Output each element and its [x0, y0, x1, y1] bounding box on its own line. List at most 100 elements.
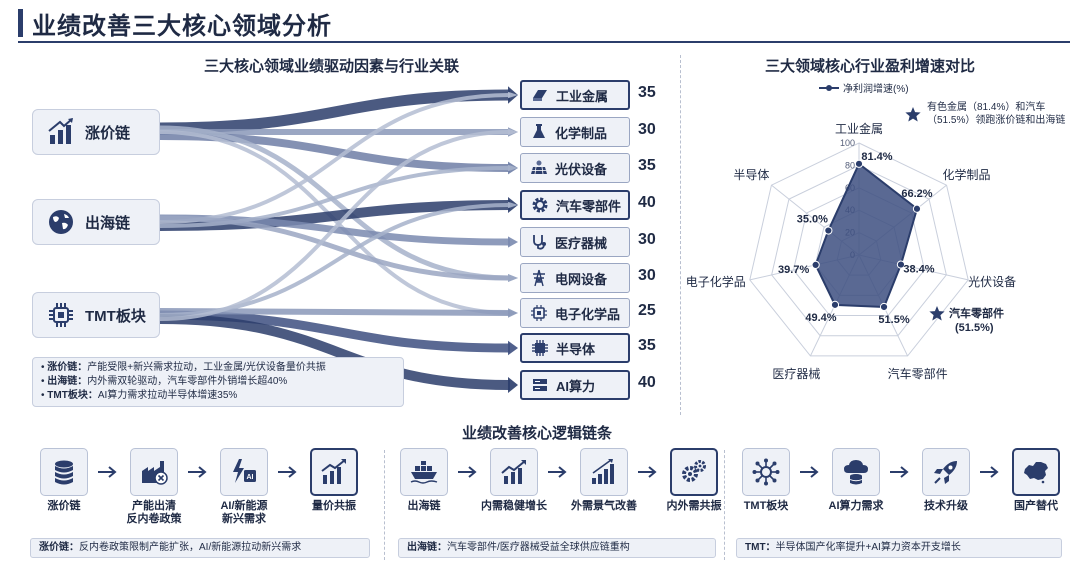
chain-price: 涨价链 产能出清 反内卷政策 AI AI/新能源 新兴需求 量价共振: [22, 448, 372, 538]
legend-marker: [826, 85, 832, 91]
target-label: 化学制品: [555, 125, 608, 141]
svg-text:AI: AI: [247, 474, 254, 481]
chain-tmt: TMT板块 AI算力需求 技术升级 国产替代: [724, 448, 1074, 538]
note-text: AI算力需求拉动半导体增速35%: [97, 390, 238, 401]
solar-panel-icon: [529, 158, 549, 178]
flow-arrowhead: [508, 91, 518, 99]
circuit-chip-icon: [529, 303, 549, 323]
target-box: 工业金属: [520, 80, 630, 110]
target-box: 电网设备: [520, 263, 630, 293]
radar-point: [811, 260, 820, 269]
step-label: 国产替代: [1014, 500, 1058, 512]
cargo-ship-icon: [400, 448, 448, 496]
title-underline: [18, 41, 1070, 43]
note-key: 出海链：: [47, 376, 88, 387]
flow-arrowhead: [508, 201, 518, 209]
power-tower-icon: [529, 268, 549, 288]
flow-arrowhead: [508, 274, 518, 282]
radar-category-label: 医疗器械: [772, 366, 820, 381]
radar-grid-ring: [749, 142, 969, 357]
chain-arrow-icon: [980, 466, 999, 478]
chain-step: 国产替代: [994, 448, 1078, 538]
chain-arrow-icon: [278, 466, 297, 478]
step-label: 内外需共振: [666, 500, 722, 512]
step-label: 外需景气改善: [571, 500, 637, 512]
radar-panel: 三大领域核心行业盈利增速对比 02040608010081.4%66.2%38.…: [680, 55, 1075, 415]
gears-icon: [670, 448, 718, 496]
note-line: • TMT板块：AI算力需求拉动半导体增速35%: [41, 390, 238, 401]
note-key: 涨价链：: [47, 362, 88, 373]
source-export-chain: 出海链: [32, 199, 160, 245]
network-hub-icon: [742, 448, 790, 496]
flow-bands: [159, 86, 518, 393]
flow-band: [159, 215, 511, 281]
radar-title: 三大领域核心行业盈利增速对比: [765, 58, 976, 75]
radar-value-label: 66.2%: [901, 188, 932, 200]
target-value: 35: [638, 337, 656, 354]
coin-stack-icon: [40, 448, 88, 496]
target-value: 30: [638, 121, 656, 138]
target-label: 电子化学品: [555, 306, 621, 322]
target-box: 光伏设备: [520, 153, 630, 183]
star-icon: [929, 306, 945, 321]
flask-icon: [529, 122, 549, 142]
server-icon: [530, 375, 550, 395]
note-key: 出海链：: [407, 542, 447, 553]
target-pv-equipment: 光伏设备 35: [520, 153, 670, 183]
flow-arrowhead: [508, 128, 518, 136]
target-box: 医疗器械: [520, 227, 630, 257]
radar-category-label: 工业金属: [835, 121, 883, 136]
flow-arrowhead: [508, 340, 518, 356]
chain-step: 涨价链: [22, 448, 106, 538]
ai-bolt-icon: AI: [220, 448, 268, 496]
target-value: 40: [638, 194, 656, 211]
target-box: AI算力: [520, 370, 630, 400]
chain-arrow-icon: [800, 466, 819, 478]
target-box: 汽车零部件: [520, 190, 630, 220]
target-value: 30: [638, 231, 656, 248]
radar-category-label: 半导体: [733, 168, 769, 182]
radar-value-label: 49.4%: [805, 312, 836, 324]
bar-chart-up-icon: [310, 448, 358, 496]
radar-category-label: 汽车零部件: [888, 366, 948, 381]
radar-point: [879, 302, 889, 312]
radar-point: [854, 159, 864, 168]
radar-point: [830, 300, 840, 309]
source-label: 出海链: [85, 214, 131, 232]
radar-value-label: 39.7%: [778, 264, 809, 276]
radar-value-label: 81.4%: [861, 151, 892, 163]
metal-ingot-icon: [530, 85, 550, 105]
chain-export: 出海链 内需稳健增长 外需景气改善 内外需共振: [382, 448, 722, 538]
source-label: 涨价链: [85, 124, 131, 142]
radar-point: [896, 260, 906, 269]
gear-icon: [530, 195, 550, 215]
target-label: 工业金属: [556, 88, 609, 104]
chain-divider: [384, 450, 385, 560]
flow-arrowhead: [508, 377, 518, 393]
radar-callout: 有色金属（81.4%）和汽车（51.5%）领跑涨价链和出海链: [927, 102, 1066, 126]
flow-notes: • 涨价链：产能受限+新兴需求拉动，工业金属/光伏设备量价共振 • 出海链：内外…: [32, 357, 404, 407]
chain-arrow-icon: [98, 466, 117, 478]
step-label: TMT板块: [743, 500, 789, 512]
flow-band: [159, 93, 511, 224]
target-chemicals: 化学制品 30: [520, 117, 670, 147]
note-key: TMT板块：: [47, 390, 98, 401]
chain-step: 量价共振: [292, 448, 376, 538]
logic-title: 业绩改善核心逻辑链条: [462, 425, 613, 442]
radar-chart: 02040608010081.4%66.2%38.4%51.5%49.4%39.…: [686, 82, 1016, 381]
target-box: 化学制品: [520, 117, 630, 147]
radar-tick-label: 100: [840, 138, 855, 148]
chain-note-tmt: TMT：半导体国产化率提升+AI算力资本开支增长: [736, 538, 1062, 558]
chain-arrow-icon: [188, 466, 207, 478]
target-label: 电网设备: [555, 271, 608, 287]
semiconductor-icon: [530, 338, 550, 358]
flow-arrowhead: [508, 236, 518, 248]
target-auto-parts: 汽车零部件 40: [520, 190, 670, 220]
target-box: 半导体: [520, 333, 630, 363]
target-label: 光伏设备: [555, 161, 608, 177]
target-medical-devices: 医疗器械 30: [520, 227, 670, 257]
radar-point: [824, 226, 833, 235]
target-value: 35: [638, 157, 656, 174]
note-key: TMT：: [745, 542, 776, 553]
step-label: AI/新能源 新兴需求: [220, 500, 268, 525]
